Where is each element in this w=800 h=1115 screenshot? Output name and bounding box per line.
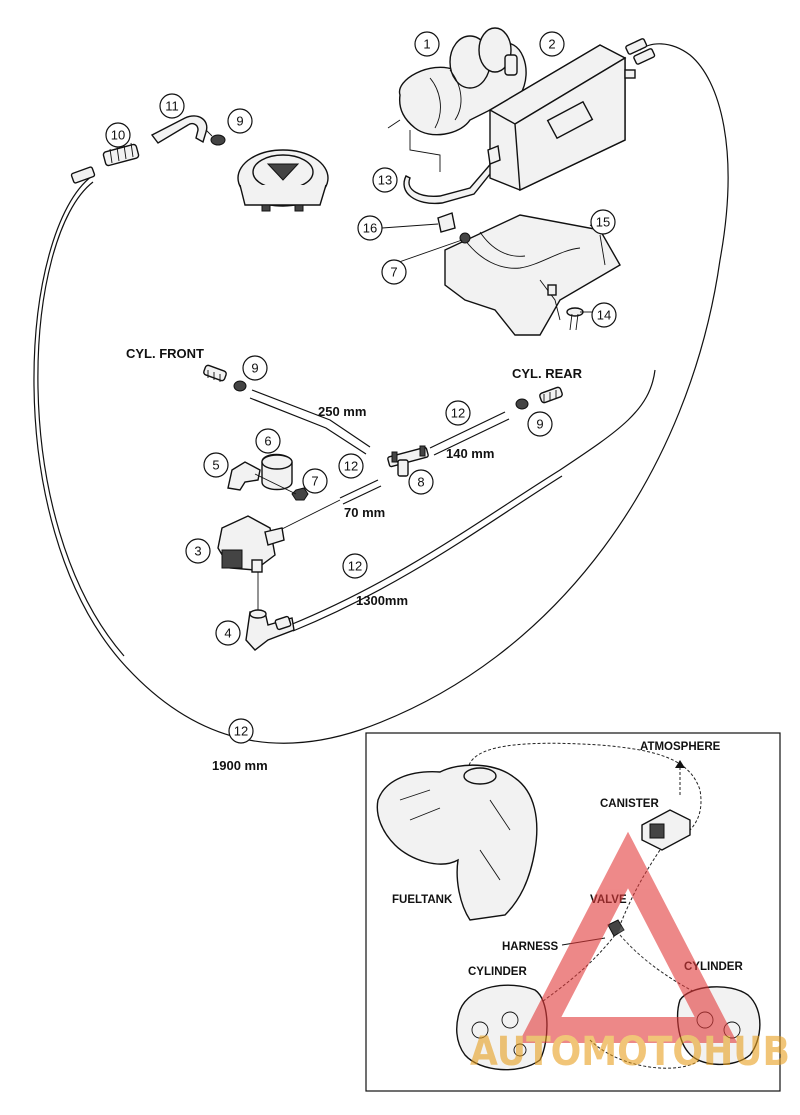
fuel-cap bbox=[237, 149, 329, 212]
callout-11: 11 bbox=[159, 93, 185, 119]
svg-text:1: 1 bbox=[423, 37, 430, 52]
callout-7-top: 7 bbox=[381, 259, 407, 285]
part-9-clip-top bbox=[205, 129, 226, 146]
callout-8: 8 bbox=[408, 469, 434, 495]
hose-250mm bbox=[251, 389, 371, 448]
part-9-clip-front bbox=[233, 380, 247, 392]
svg-text:11: 11 bbox=[165, 99, 179, 114]
svg-text:12: 12 bbox=[348, 559, 362, 574]
hose-1300mm-edge bbox=[292, 475, 563, 632]
hose-1900mm bbox=[33, 43, 729, 744]
inset-valve bbox=[607, 919, 625, 937]
callout-13: 13 bbox=[372, 167, 398, 193]
callout-16: 16 bbox=[357, 215, 383, 241]
hose-70mm bbox=[339, 479, 379, 499]
label-cyl-front: CYL. FRONT bbox=[126, 346, 204, 361]
hose-140mm bbox=[429, 411, 506, 449]
callout-5: 5 bbox=[203, 452, 229, 478]
hose-1900mm-edge bbox=[37, 181, 125, 657]
callout-6: 6 bbox=[255, 428, 281, 454]
label-140mm: 140 mm bbox=[446, 446, 494, 461]
callout-9-top: 9 bbox=[227, 108, 253, 134]
label-cyl-rear: CYL. REAR bbox=[512, 366, 583, 381]
inset-fuel-tank bbox=[376, 764, 538, 921]
inset-atmosphere-arrow-icon bbox=[675, 760, 685, 768]
part-10-nipple bbox=[102, 142, 140, 167]
inset-route-lower bbox=[589, 1039, 701, 1069]
svg-text:10: 10 bbox=[111, 128, 125, 143]
callout-12-rear: 12 bbox=[445, 400, 471, 426]
part-11-elbow-hose bbox=[150, 115, 208, 144]
part-7-nut-top bbox=[459, 232, 471, 244]
callout-2: 2 bbox=[539, 31, 565, 57]
hose-1300mm bbox=[289, 369, 656, 626]
label-1300mm: 1300mm bbox=[356, 593, 408, 608]
part-4-elbow bbox=[245, 609, 295, 651]
part-2-canister bbox=[487, 44, 636, 192]
svg-text:5: 5 bbox=[212, 458, 219, 473]
part-7-nut-lower bbox=[291, 487, 309, 501]
watermark-text: AUTOMOTOHUB bbox=[470, 1029, 790, 1075]
svg-text:15: 15 bbox=[596, 215, 610, 230]
svg-text:9: 9 bbox=[536, 417, 543, 432]
part-9-clip-rear bbox=[515, 398, 529, 410]
part-16-clip bbox=[437, 212, 456, 233]
svg-text:7: 7 bbox=[390, 265, 397, 280]
hose-13 bbox=[403, 158, 499, 205]
inset-route-tank-canister bbox=[467, 742, 702, 841]
label-250mm: 250 mm bbox=[318, 404, 366, 419]
cyl-front-nipple bbox=[203, 364, 227, 382]
svg-text:9: 9 bbox=[236, 114, 243, 129]
svg-text:4: 4 bbox=[224, 626, 231, 641]
svg-text:9: 9 bbox=[251, 361, 258, 376]
svg-text:12: 12 bbox=[451, 406, 465, 421]
label-70mm: 70 mm bbox=[344, 505, 385, 520]
inset-label-harness: HARNESS bbox=[502, 941, 559, 953]
inset-label-cylinder-left: CYLINDER bbox=[468, 966, 527, 978]
part-3-solenoid-valve bbox=[217, 515, 285, 573]
svg-text:12: 12 bbox=[234, 724, 248, 739]
part-15-bracket bbox=[444, 214, 621, 336]
inset-canister bbox=[641, 809, 691, 851]
valve-connection-line bbox=[279, 499, 341, 531]
bracket-bolt-line bbox=[254, 473, 297, 495]
svg-text:2: 2 bbox=[548, 37, 555, 52]
cyl-rear-nipple bbox=[539, 386, 563, 404]
part-1-filter bbox=[387, 27, 527, 136]
callout-12-1900: 12 bbox=[228, 718, 254, 744]
callout-15: 15 bbox=[590, 209, 616, 235]
callout-9-rear: 9 bbox=[527, 411, 553, 437]
svg-text:6: 6 bbox=[264, 434, 271, 449]
svg-text:14: 14 bbox=[597, 308, 611, 323]
label-1900mm: 1900 mm bbox=[212, 758, 268, 773]
svg-text:13: 13 bbox=[378, 173, 392, 188]
svg-text:8: 8 bbox=[417, 475, 424, 490]
callout-12-1300: 12 bbox=[342, 553, 368, 579]
callout-3: 3 bbox=[185, 538, 211, 564]
callout-10: 10 bbox=[105, 122, 131, 148]
inset-cylinder-front bbox=[456, 984, 548, 1071]
callout-12-70mm: 12 bbox=[338, 453, 364, 479]
callout-14: 14 bbox=[591, 302, 617, 328]
watermark-logo: AUTOMOTOHUB bbox=[470, 831, 790, 1075]
svg-text:7: 7 bbox=[311, 474, 318, 489]
inset-overview: ATMOSPHERE CANISTER FUELTANK VALVE HARNE… bbox=[365, 732, 781, 1092]
inset-label-canister: CANISTER bbox=[600, 798, 659, 810]
callout-1: 1 bbox=[414, 31, 440, 57]
filter-hose-line bbox=[409, 130, 441, 172]
svg-text:16: 16 bbox=[363, 221, 377, 236]
callout-9-front: 9 bbox=[242, 355, 268, 381]
part-8-t-joint bbox=[387, 445, 429, 477]
inset-label-fueltank: FUELTANK bbox=[392, 894, 453, 906]
callout-4: 4 bbox=[215, 620, 241, 646]
part-14-screw bbox=[566, 307, 584, 331]
svg-text:12: 12 bbox=[344, 459, 358, 474]
callout-7-lower: 7 bbox=[302, 468, 328, 494]
inset-label-atmosphere: ATMOSPHERE bbox=[640, 741, 721, 753]
part-5-bracket bbox=[227, 461, 261, 491]
svg-text:3: 3 bbox=[194, 544, 201, 559]
